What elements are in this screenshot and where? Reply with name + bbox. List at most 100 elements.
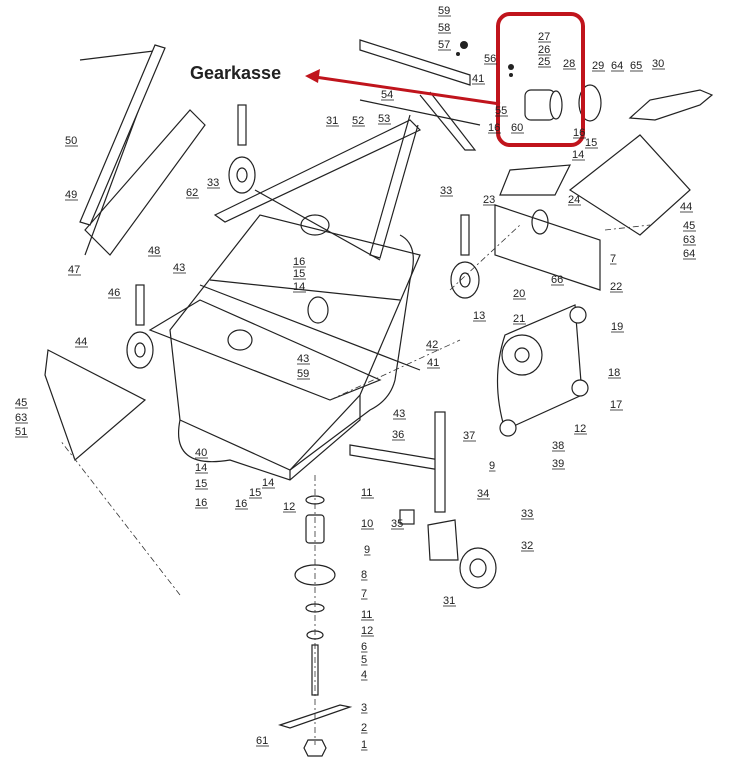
part-number-2: 2 [361,722,367,734]
part-number-64: 64 [611,60,623,72]
part-number-15: 15 [293,268,305,280]
part-number-12: 12 [283,501,295,513]
spindle-stack [278,475,353,757]
part-number-47: 47 [68,264,80,276]
part-number-61: 61 [256,735,268,747]
part-number-33: 33 [440,185,452,197]
part-number-39: 39 [552,458,564,470]
part-number-60: 60 [511,122,523,134]
part-number-45: 45 [683,220,695,232]
part-number-7: 7 [361,588,367,600]
gearbox-callout-label: Gearkasse [190,63,282,83]
part-number-16: 16 [195,497,207,509]
belt-drive [496,304,589,437]
part-number-4: 4 [361,669,367,681]
part-number-22: 22 [610,281,622,293]
part-number-63: 63 [15,412,27,424]
part-number-33: 33 [207,177,219,189]
part-number-23: 23 [483,194,495,206]
mower-deck [148,214,421,481]
part-number-9: 9 [364,544,370,556]
part-number-13: 13 [473,310,485,322]
part-number-28: 28 [563,58,575,70]
part-number-36: 36 [392,429,404,441]
part-number-66: 66 [551,274,563,286]
part-number-49: 49 [65,189,77,201]
part-number-18: 18 [608,367,620,379]
part-number-65: 65 [630,60,642,72]
part-number-5: 5 [361,654,367,666]
part-number-24: 24 [568,194,580,206]
part-number-51: 51 [15,426,27,438]
assembly-lines [59,224,651,596]
part-number-32: 32 [521,540,533,552]
part-number-19: 19 [611,321,623,333]
part-number-44: 44 [680,201,692,213]
part-number-14: 14 [293,281,305,293]
part-number-45: 45 [15,397,27,409]
part-number-1: 1 [361,739,367,751]
part-number-14: 14 [572,149,584,161]
part-number-56: 56 [484,53,496,65]
part-number-37: 37 [463,430,475,442]
part-number-58: 58 [438,22,450,34]
part-number-26: 26 [538,44,550,56]
part-number-14: 14 [262,477,274,489]
part-number-43: 43 [173,262,185,274]
lift-arm [349,411,459,561]
part-number-34: 34 [477,488,489,500]
part-number-21: 21 [513,313,525,325]
part-number-7: 7 [610,253,616,265]
part-number-53: 53 [378,113,390,125]
part-number-12: 12 [361,625,373,637]
part-number-20: 20 [513,288,525,300]
part-number-8: 8 [361,569,367,581]
part-number-54: 54 [381,89,393,101]
part-number-59: 59 [438,5,450,17]
part-number-15: 15 [585,137,597,149]
a-frame-hitch [213,39,481,261]
part-number-27: 27 [538,31,550,43]
part-number-6: 6 [361,641,367,653]
part-number-63: 63 [683,234,695,246]
part-number-16: 16 [235,498,247,510]
part-number-11: 11 [361,487,372,499]
part-number-35: 35 [391,518,403,530]
part-number-43: 43 [393,408,405,420]
part-number-10: 10 [361,518,373,530]
part-number-33: 33 [521,508,533,520]
part-number-55: 55 [495,105,507,117]
part-number-15: 15 [195,478,207,490]
part-number-43: 43 [297,353,309,365]
part-number-12: 12 [574,423,586,435]
gearbox-highlight [305,12,585,147]
part-number-15: 15 [249,487,261,499]
side-shields [44,44,206,462]
part-number-42: 42 [426,339,438,351]
part-number-40: 40 [195,447,207,459]
part-number-9: 9 [489,460,495,472]
part-number-11: 11 [361,609,372,621]
part-number-3: 3 [361,702,367,714]
part-number-48: 48 [148,245,160,257]
gearbox-mount [494,134,691,291]
part-number-16: 16 [293,256,305,268]
part-number-17: 17 [610,399,622,411]
part-number-31: 31 [443,595,455,607]
part-number-64: 64 [683,248,695,260]
part-number-14: 14 [195,462,207,474]
part-number-52: 52 [352,115,364,127]
part-number-38: 38 [552,440,564,452]
part-number-16: 16 [573,127,585,139]
part-number-41: 41 [427,357,439,369]
part-number-46: 46 [108,287,120,299]
part-number-30: 30 [652,58,664,70]
part-number-41: 41 [472,73,484,85]
caster-wheels [126,104,497,589]
part-number-25: 25 [538,56,550,68]
part-number-57: 57 [438,39,450,51]
part-number-59: 59 [297,368,309,380]
